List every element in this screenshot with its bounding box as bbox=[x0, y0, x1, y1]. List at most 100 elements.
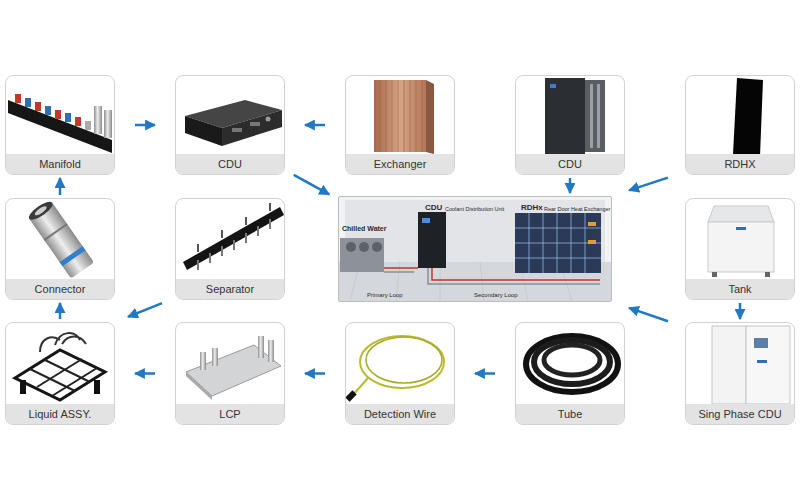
manifold-bar bbox=[8, 100, 112, 153]
wire-loop bbox=[366, 337, 442, 383]
fitting bbox=[25, 98, 31, 107]
tube-illustration bbox=[526, 336, 618, 392]
separator-bar bbox=[183, 207, 284, 270]
connector-mouth bbox=[26, 199, 55, 223]
rack-row bbox=[515, 213, 601, 273]
product-card: Connector bbox=[5, 198, 115, 300]
loop-pipe bbox=[384, 268, 600, 280]
card-label: CDU bbox=[176, 154, 284, 174]
fin-block bbox=[374, 80, 426, 152]
cdu-unit-illustration bbox=[185, 100, 282, 146]
cdu-screen bbox=[422, 218, 430, 223]
connector-band bbox=[60, 246, 86, 266]
cabinet bbox=[712, 326, 746, 404]
connector-body bbox=[29, 202, 94, 279]
system-scene: Chilled Water CDUCoolant Distribution Uni… bbox=[338, 196, 612, 302]
product-card: CDU bbox=[515, 75, 625, 175]
unit-port bbox=[250, 122, 260, 126]
card-label: Separator bbox=[176, 279, 284, 299]
product-card: Tube bbox=[515, 322, 625, 425]
scene-label: Coolant Distribution Unit bbox=[445, 206, 504, 212]
fitting bbox=[94, 106, 102, 134]
connector-ring bbox=[44, 223, 68, 241]
fitting bbox=[55, 110, 61, 119]
unit-front bbox=[185, 116, 222, 146]
flow-arrow bbox=[739, 303, 742, 319]
connector-pin bbox=[34, 205, 48, 217]
rack-light bbox=[588, 222, 596, 226]
cabinet-body bbox=[545, 78, 585, 154]
card-label: Tube bbox=[516, 404, 624, 424]
tank-foot bbox=[765, 272, 770, 277]
flow-arrow bbox=[294, 175, 329, 195]
wire-plug bbox=[345, 390, 356, 401]
scene-label: Primary Loop bbox=[367, 292, 403, 299]
chiller-fan bbox=[359, 242, 369, 252]
connector-illustration bbox=[26, 199, 94, 279]
product-card: Sing Phase CDU bbox=[685, 322, 795, 425]
flow-arrow bbox=[305, 372, 325, 375]
fin-lines bbox=[380, 80, 422, 152]
unit-port bbox=[266, 117, 271, 122]
card-label: Manifold bbox=[6, 154, 114, 174]
badge bbox=[757, 360, 767, 363]
card-label: CDU bbox=[516, 154, 624, 174]
frame bbox=[15, 350, 105, 400]
cdu-cabinet-illustration bbox=[545, 78, 605, 154]
plate-edge bbox=[186, 372, 212, 400]
flow-arrow bbox=[629, 178, 668, 191]
flow-arrow bbox=[629, 308, 668, 321]
chiller bbox=[340, 238, 384, 272]
cooling-room-illustration bbox=[339, 197, 611, 301]
fitting bbox=[35, 102, 41, 111]
product-card: Detection Wire bbox=[345, 322, 455, 425]
leg bbox=[20, 380, 26, 394]
manifold-illustration bbox=[8, 94, 112, 153]
fitting bbox=[104, 110, 112, 138]
card-label: Exchanger bbox=[346, 154, 454, 174]
fitting bbox=[268, 340, 274, 362]
tube-coil bbox=[544, 345, 600, 375]
cabinet-interior bbox=[585, 80, 605, 152]
flow-arrow bbox=[569, 178, 572, 193]
product-card: LCP bbox=[175, 322, 285, 425]
single-phase-cdu-illustration bbox=[712, 326, 790, 404]
fin-side bbox=[426, 80, 434, 154]
chiller-fan bbox=[346, 242, 356, 252]
flow-arrow bbox=[305, 124, 325, 127]
scene-label: CDU bbox=[425, 204, 442, 213]
product-card: Separator bbox=[175, 198, 285, 300]
rdhx-panel bbox=[733, 78, 763, 156]
product-card: Liquid ASSY. bbox=[5, 322, 115, 425]
product-card: Exchanger bbox=[345, 75, 455, 175]
tube-coil bbox=[534, 340, 610, 384]
product-card: Tank bbox=[685, 198, 795, 300]
unit-port bbox=[232, 128, 242, 132]
separator-illustration bbox=[183, 203, 284, 270]
room-back bbox=[339, 197, 611, 301]
scene-label: Chilled Water bbox=[342, 225, 386, 233]
frame bbox=[30, 359, 97, 396]
wire-loop bbox=[360, 336, 444, 388]
card-label: RDHX bbox=[686, 154, 794, 174]
flow-arrow bbox=[475, 372, 495, 375]
flow-arrow bbox=[135, 124, 155, 127]
flow-arrow bbox=[59, 178, 62, 195]
flow-arrow bbox=[128, 303, 162, 317]
screen bbox=[754, 338, 768, 348]
cold-plate-illustration bbox=[186, 336, 281, 400]
flow-arrow bbox=[135, 372, 155, 375]
card-label: Liquid ASSY. bbox=[6, 404, 114, 424]
card-label: Tank bbox=[686, 279, 794, 299]
tank-badge bbox=[736, 227, 746, 230]
rack-light bbox=[588, 240, 596, 244]
scene-label: RDHx bbox=[521, 204, 543, 213]
tube-coil bbox=[526, 336, 618, 392]
pipe bbox=[590, 84, 593, 148]
exchanger-illustration bbox=[374, 80, 434, 154]
tank-lid bbox=[708, 206, 774, 222]
product-card: CDU bbox=[175, 75, 285, 175]
loop-pipe bbox=[384, 268, 600, 284]
detection-wire-illustration bbox=[345, 336, 444, 402]
